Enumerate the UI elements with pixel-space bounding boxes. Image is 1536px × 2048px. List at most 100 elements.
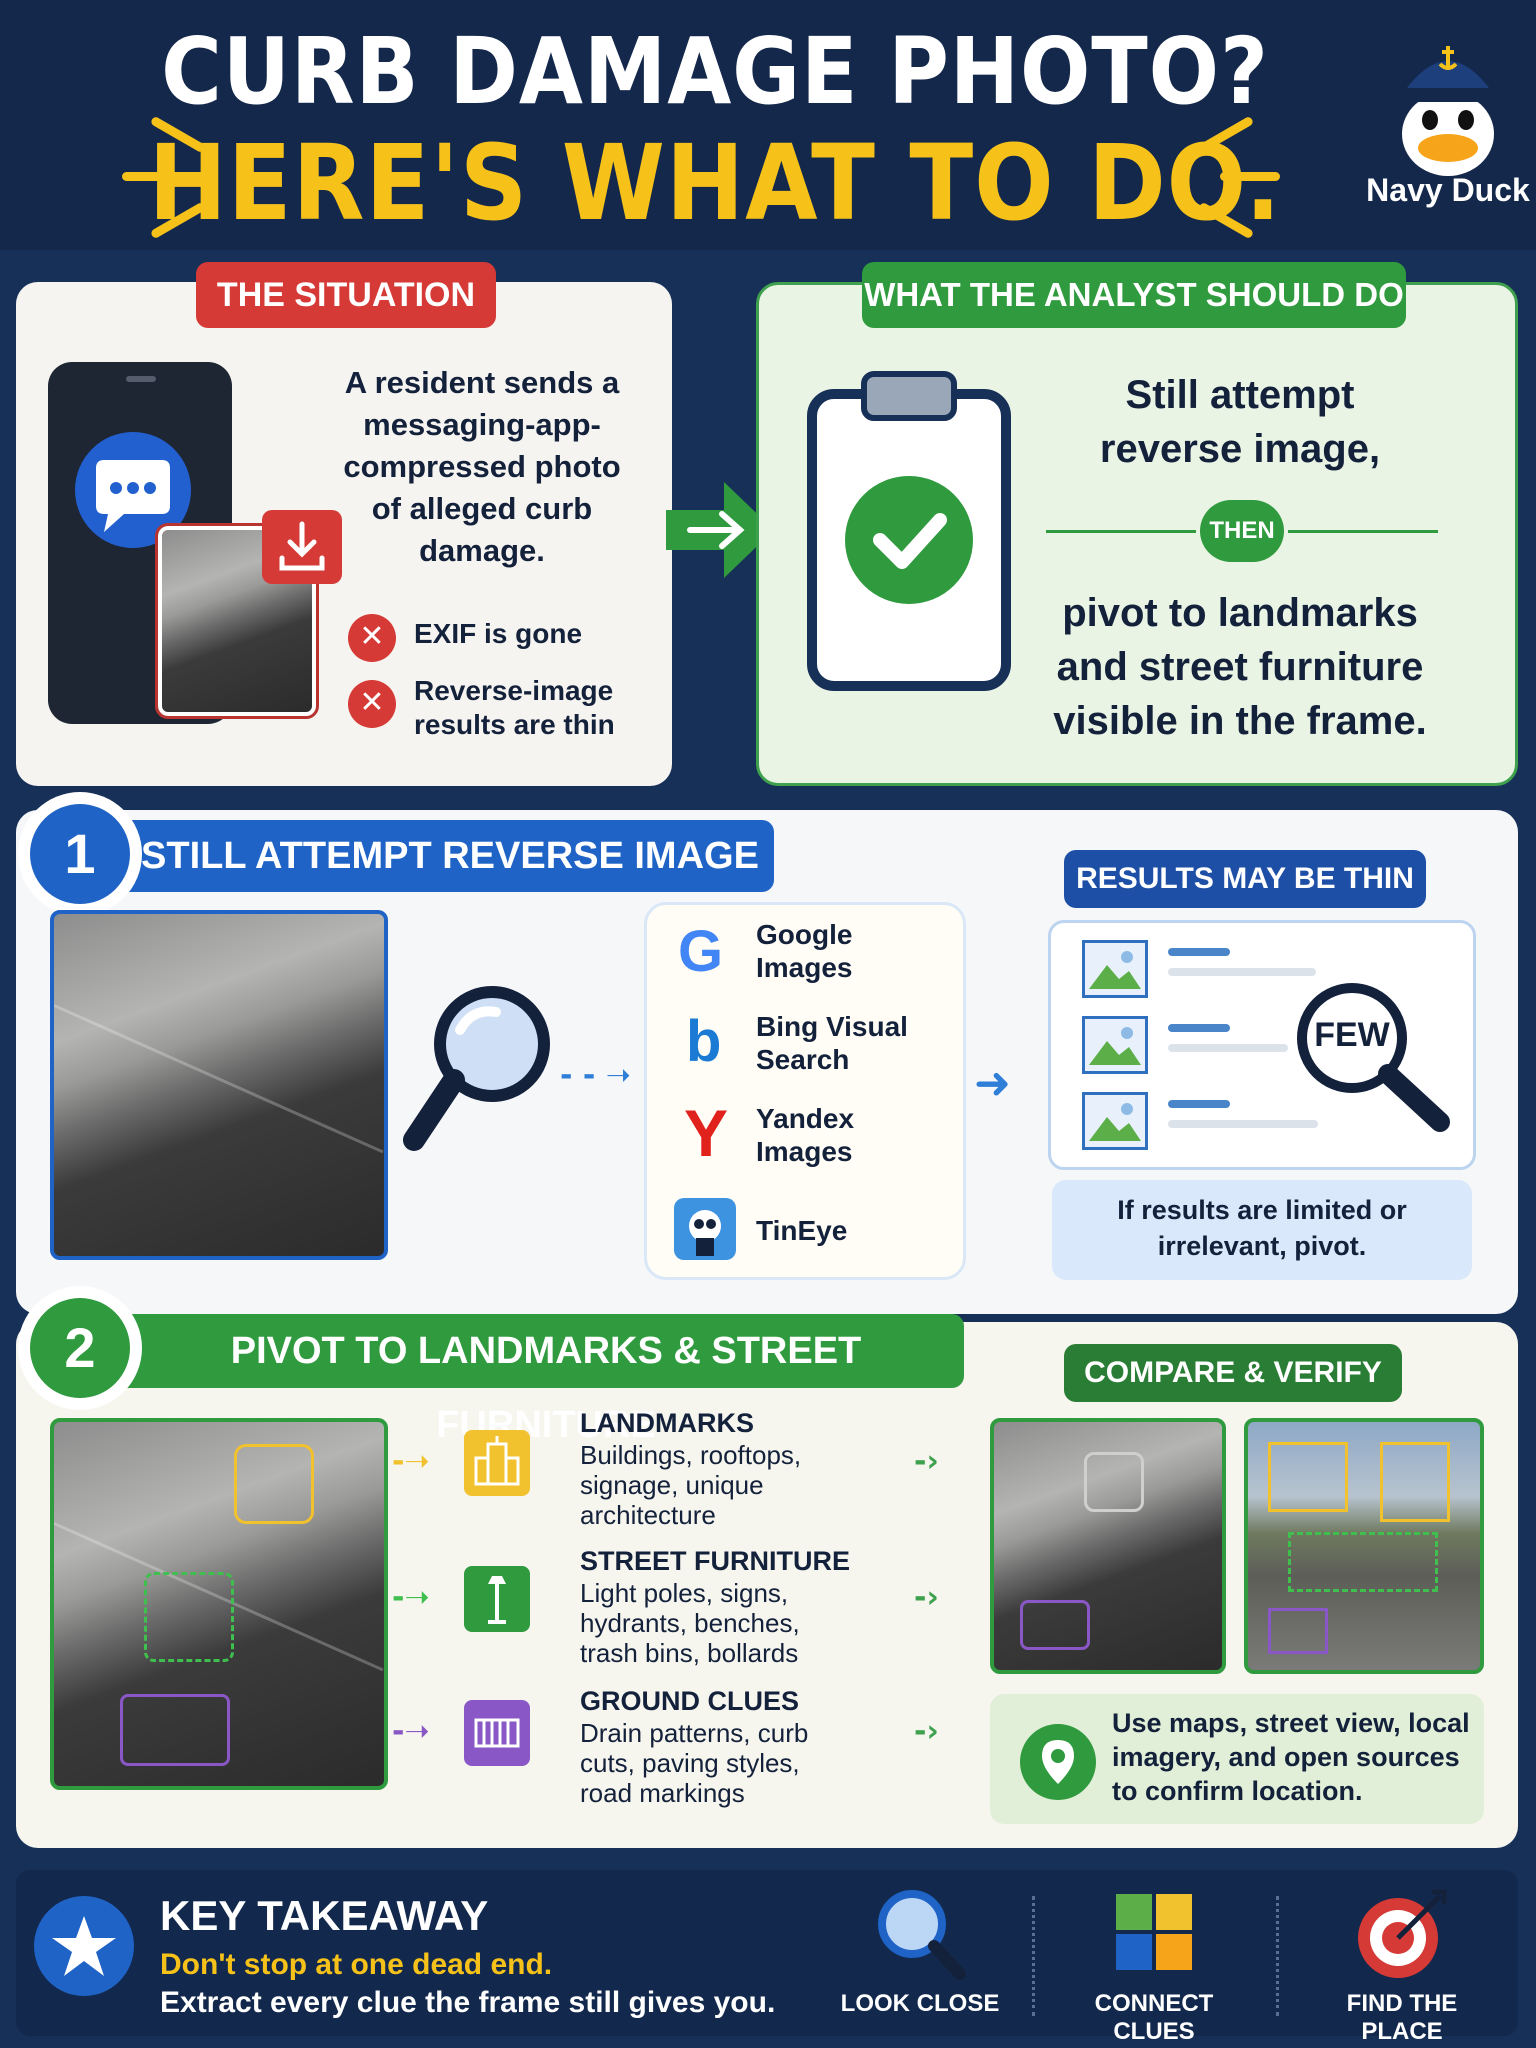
chat-bubble-icon bbox=[68, 428, 198, 558]
connector-line-left bbox=[1046, 530, 1196, 533]
results-label: RESULTS MAY BE THIN bbox=[1064, 850, 1426, 908]
step2-title-bar bbox=[88, 1314, 964, 1388]
takeaway-title: KEY TAKEAWAY bbox=[160, 1892, 489, 1939]
arrow-compare-2: -› bbox=[914, 1580, 939, 1615]
mascot bbox=[1378, 22, 1518, 182]
step2-number-badge: 2 bbox=[18, 1286, 142, 1410]
result-line-1b bbox=[1168, 968, 1316, 976]
building-icon bbox=[464, 1430, 530, 1496]
situation-label: THE SITUATION bbox=[196, 262, 496, 328]
category-furniture-title: STREET FURNITURE bbox=[580, 1546, 850, 1576]
verify-note: Use maps, street view, local imagery, an… bbox=[1112, 1708, 1470, 1806]
problem-text-1: EXIF is gone bbox=[414, 618, 583, 649]
street-pole-marker bbox=[1380, 1442, 1450, 1522]
arrow-landmarks: -➝ bbox=[392, 1444, 430, 1479]
furniture-marker bbox=[144, 1572, 234, 1662]
connector-line-right bbox=[1288, 530, 1438, 533]
page-title-line2: HERE'S WHAT TO DO. bbox=[148, 122, 1282, 244]
header bbox=[0, 0, 1536, 250]
result-line-1 bbox=[1168, 948, 1230, 956]
source-yandex[interactable]: Yandex Images bbox=[756, 1103, 855, 1167]
compare-photo-street bbox=[1244, 1418, 1484, 1674]
problem-text-2: Reverse-image results are thin bbox=[414, 675, 615, 740]
step1-number-badge: 1 bbox=[18, 792, 142, 916]
burst-left-2 bbox=[122, 172, 182, 181]
divider-1 bbox=[1032, 1896, 1035, 2016]
magnifier-icon bbox=[872, 1884, 968, 1984]
source-bing[interactable]: Bing Visual Search bbox=[756, 1011, 908, 1075]
arrow-ground: -➝ bbox=[392, 1714, 430, 1749]
map-pin-icon bbox=[1020, 1724, 1096, 1800]
action-connect-clues: CONNECT CLUES bbox=[1094, 1990, 1214, 2045]
arrow-to-results: ➜ bbox=[974, 1058, 1011, 1109]
category-furniture-desc: Light poles, signs, hydrants, benches, t… bbox=[580, 1578, 800, 1668]
problem-icon-1: ✕ bbox=[348, 614, 396, 662]
step1-curb-photo bbox=[50, 910, 388, 1260]
analyst-step-a: Still attempt reverse image, bbox=[1099, 373, 1381, 471]
google-icon: G bbox=[678, 919, 724, 984]
star-icon bbox=[34, 1896, 134, 1996]
arrow-compare-1: -› bbox=[914, 1444, 939, 1479]
result-line-3b bbox=[1168, 1120, 1318, 1128]
target-icon bbox=[1352, 1884, 1452, 1984]
result-line-3 bbox=[1168, 1100, 1230, 1108]
category-ground-desc: Drain patterns, curb cuts, paving styles… bbox=[580, 1718, 809, 1808]
category-ground-title: GROUND CLUES bbox=[580, 1686, 800, 1716]
few-label: FEW bbox=[1314, 1016, 1390, 1054]
magnifier-search-icon bbox=[400, 982, 560, 1168]
phone-speaker bbox=[126, 376, 156, 382]
pivot-note-box bbox=[1052, 1180, 1472, 1280]
duck-mascot-icon bbox=[1400, 46, 1496, 176]
analyst-label: WHAT THE ANALYST SHOULD DO bbox=[862, 262, 1406, 328]
step2-number: 2 bbox=[30, 1298, 130, 1398]
pivot-note: If results are limited or irrelevant, pi… bbox=[1117, 1195, 1407, 1261]
few-magnifier-icon bbox=[1290, 980, 1460, 1140]
landmark-marker bbox=[234, 1444, 314, 1524]
compare-photo-curb bbox=[990, 1418, 1226, 1674]
tineye-icon bbox=[674, 1198, 736, 1260]
result-thumb-1 bbox=[1082, 940, 1148, 998]
dashed-arrow-1: - - ➝ bbox=[560, 1058, 631, 1093]
takeaway-bar bbox=[16, 1870, 1518, 2036]
download-icon bbox=[262, 510, 342, 584]
step2-title: PIVOT TO LANDMARKS & STREET FURNITURE bbox=[230, 1330, 862, 1446]
situation-description: A resident sends a messaging-app-compres… bbox=[343, 365, 621, 568]
curb-edge-line bbox=[54, 1004, 384, 1154]
street-ground-marker bbox=[1268, 1608, 1328, 1654]
puzzle-icon bbox=[1106, 1884, 1202, 1984]
street-furniture-marker bbox=[1288, 1532, 1438, 1592]
page-title-line1: CURB DAMAGE PHOTO? bbox=[161, 18, 1269, 125]
action-look-close: LOOK CLOSE bbox=[840, 1990, 1000, 2017]
then-badge: THEN bbox=[1200, 500, 1284, 562]
result-thumb-3 bbox=[1082, 1092, 1148, 1150]
result-line-2b bbox=[1168, 1044, 1288, 1052]
problem-icon-2: ✕ bbox=[348, 680, 396, 728]
step1-title: STILL ATTEMPT REVERSE IMAGE bbox=[141, 835, 759, 877]
yandex-icon: Y bbox=[684, 1096, 729, 1170]
takeaway-line2: Extract every clue the frame still gives… bbox=[160, 1986, 776, 2019]
arrow-compare-3: -› bbox=[914, 1714, 939, 1749]
result-thumb-2 bbox=[1082, 1016, 1148, 1074]
category-landmarks-title: LANDMARKS bbox=[580, 1408, 754, 1438]
streetlight-icon bbox=[464, 1566, 530, 1632]
result-line-2 bbox=[1168, 1024, 1230, 1032]
source-google[interactable]: Google Images bbox=[756, 919, 853, 983]
clipboard-icon bbox=[802, 364, 1016, 696]
step1-number: 1 bbox=[30, 804, 130, 904]
analyst-step-b: pivot to landmarks and street furniture … bbox=[1053, 591, 1427, 743]
mascot-name: Navy Duck bbox=[1366, 172, 1530, 208]
divider-2 bbox=[1276, 1896, 1279, 2016]
compare-curb-marker bbox=[1084, 1452, 1144, 1512]
compare-label: COMPARE & VERIFY bbox=[1064, 1344, 1402, 1402]
step1-title-bar bbox=[88, 820, 774, 892]
source-tineye[interactable]: TinEye bbox=[756, 1215, 848, 1246]
ground-marker bbox=[120, 1694, 230, 1766]
burst-right-2 bbox=[1220, 172, 1280, 181]
bing-icon: b bbox=[686, 1009, 722, 1074]
takeaway-line1: Don't stop at one dead end. bbox=[160, 1948, 553, 1981]
drain-grate-icon bbox=[464, 1700, 530, 1766]
street-landmark-marker bbox=[1268, 1442, 1348, 1512]
arrow-right-icon bbox=[662, 476, 778, 584]
action-find-the-place: FIND THE PLACE bbox=[1346, 1990, 1458, 2045]
compare-ground-marker bbox=[1020, 1600, 1090, 1650]
